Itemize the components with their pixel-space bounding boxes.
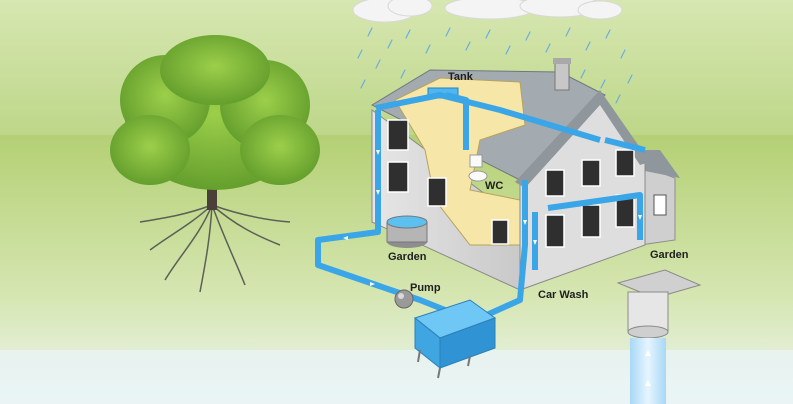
water-haze bbox=[0, 350, 793, 404]
label-pump: Pump bbox=[410, 282, 441, 294]
label-garden-left: Garden bbox=[388, 251, 427, 263]
label-wc: WC bbox=[485, 180, 503, 192]
tree-roots bbox=[139, 204, 291, 293]
water-butt bbox=[386, 215, 428, 248]
label-car-wash: Car Wash bbox=[538, 289, 589, 301]
rain bbox=[357, 27, 633, 104]
pump-icon bbox=[394, 289, 414, 309]
cloud-icon bbox=[352, 0, 623, 23]
tree-trunk bbox=[207, 175, 217, 210]
tree bbox=[110, 35, 320, 293]
label-garden-right: Garden bbox=[650, 249, 689, 261]
label-tank: Tank bbox=[448, 71, 474, 83]
pipe-flow-arrows bbox=[343, 150, 642, 286]
rain-collector bbox=[616, 269, 702, 404]
windows bbox=[387, 119, 635, 248]
toilet-icon bbox=[468, 154, 488, 182]
tree-canopy bbox=[110, 35, 320, 190]
storage-tank bbox=[413, 299, 497, 379]
